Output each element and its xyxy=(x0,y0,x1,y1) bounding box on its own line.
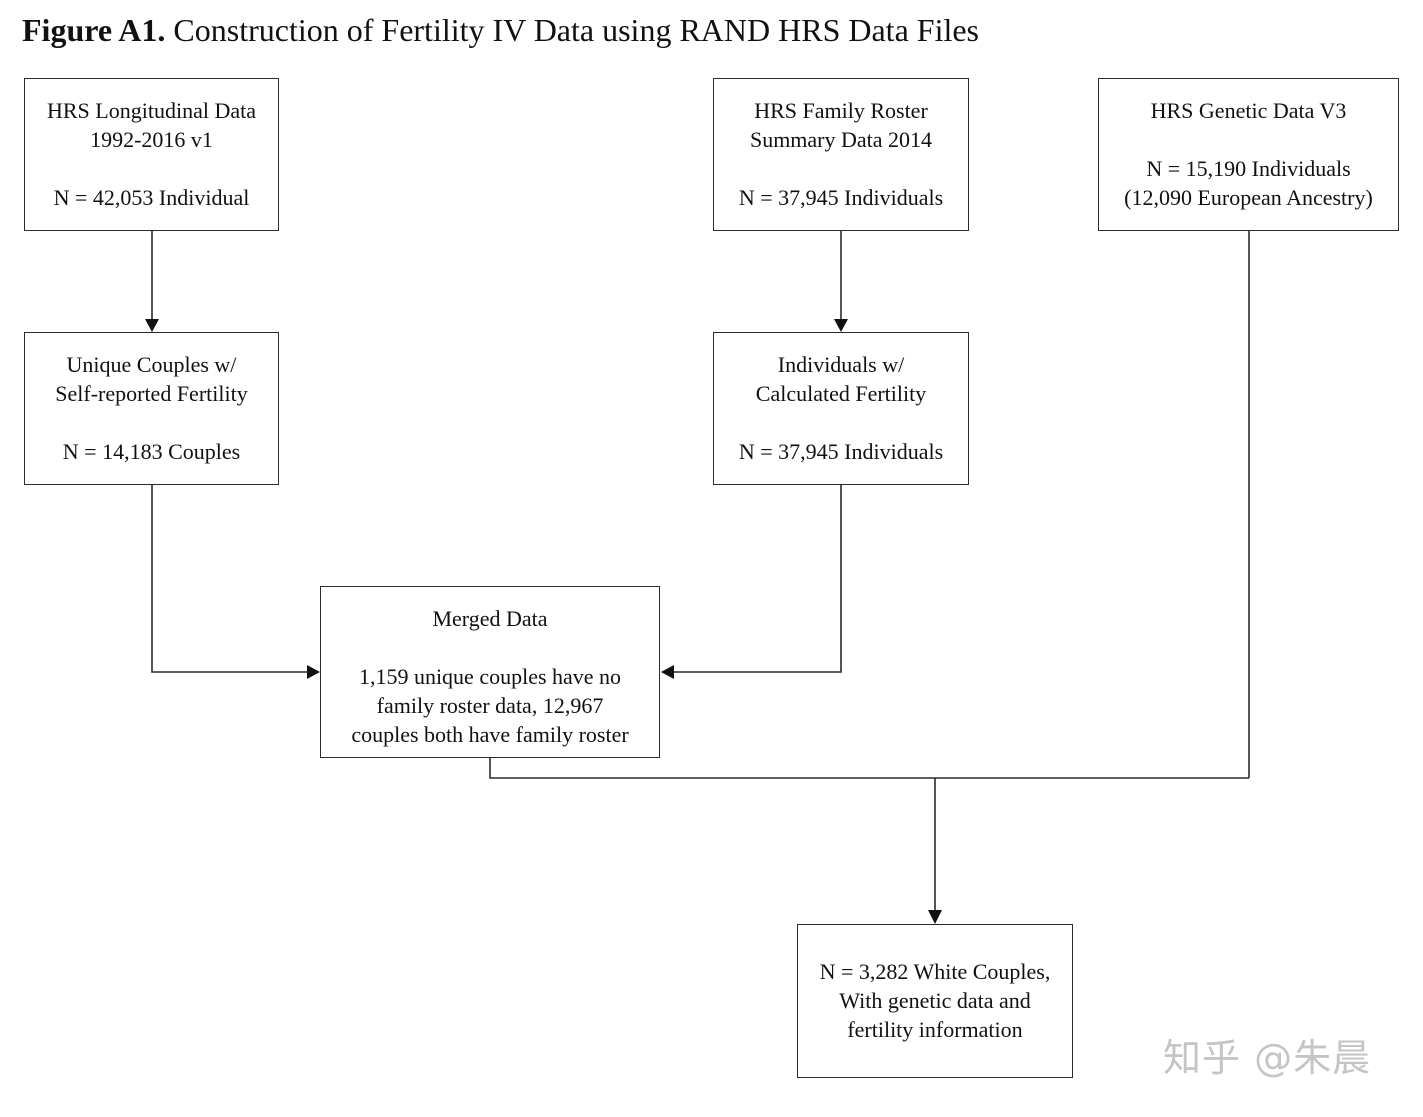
box-line: fertility information xyxy=(847,1017,1023,1042)
box-line: Summary Data 2014 xyxy=(749,127,933,152)
box-title: Merged Data xyxy=(432,606,548,631)
box-line: Unique Couples w/ xyxy=(66,352,237,377)
arrowhead-down-couples xyxy=(145,319,159,332)
box-count: N = 14,183 Couples xyxy=(62,439,241,464)
box-line: Self-reported Fertility xyxy=(55,381,248,406)
box-line: HRS Family Roster xyxy=(754,98,928,123)
box-merged-data: Merged Data 1,159 unique couples have no… xyxy=(320,586,660,758)
box-final-sample: N = 3,282 White Couples, With genetic da… xyxy=(797,924,1073,1078)
arrowhead-down-final xyxy=(928,910,942,924)
box-line: family roster data, 12,967 xyxy=(376,693,604,718)
box-detail: (12,090 European Ancestry) xyxy=(1124,185,1373,210)
box-line: Individuals w/ xyxy=(777,352,905,377)
box-calculated-fertility: Individuals w/ Calculated Fertility N = … xyxy=(713,332,969,485)
figure-title: Figure A1. Construction of Fertility IV … xyxy=(22,10,979,50)
box-unique-couples: Unique Couples w/ Self-reported Fertilit… xyxy=(24,332,279,485)
box-count: N = 37,945 Individuals xyxy=(738,439,944,464)
connector-individuals-to-merged xyxy=(673,485,842,673)
box-line: couples both have family roster xyxy=(351,722,629,747)
box-line: 1992-2016 v1 xyxy=(90,127,213,152)
watermark: 知乎 @朱晨 xyxy=(1163,1036,1372,1080)
connector-couples-to-merged xyxy=(151,485,308,673)
box-line: Calculated Fertility xyxy=(755,381,927,406)
arrowhead-right-merged xyxy=(307,665,320,679)
figure-caption: Construction of Fertility IV Data using … xyxy=(173,12,979,48)
arrowhead-down-individuals xyxy=(834,319,848,332)
box-line: HRS Longitudinal Data xyxy=(47,98,256,123)
box-hrs-family-roster: HRS Family Roster Summary Data 2014 N = … xyxy=(713,78,969,231)
box-line: N = 3,282 White Couples, xyxy=(819,959,1051,984)
box-line: With genetic data and xyxy=(839,988,1031,1013)
figure-label: Figure A1. xyxy=(22,12,166,48)
box-line: 1,159 unique couples have no xyxy=(358,664,622,689)
box-count: N = 37,945 Individuals xyxy=(738,185,944,210)
arrowhead-left-merged xyxy=(661,665,674,679)
box-count: N = 15,190 Individuals xyxy=(1146,156,1351,181)
box-hrs-genetic-data: HRS Genetic Data V3 N = 15,190 Individua… xyxy=(1098,78,1399,231)
box-count: N = 42,053 Individual xyxy=(53,185,250,210)
connector-merged-to-junction xyxy=(489,758,1249,779)
box-hrs-longitudinal-data: HRS Longitudinal Data 1992-2016 v1 N = 4… xyxy=(24,78,279,231)
box-line: HRS Genetic Data V3 xyxy=(1150,98,1347,123)
